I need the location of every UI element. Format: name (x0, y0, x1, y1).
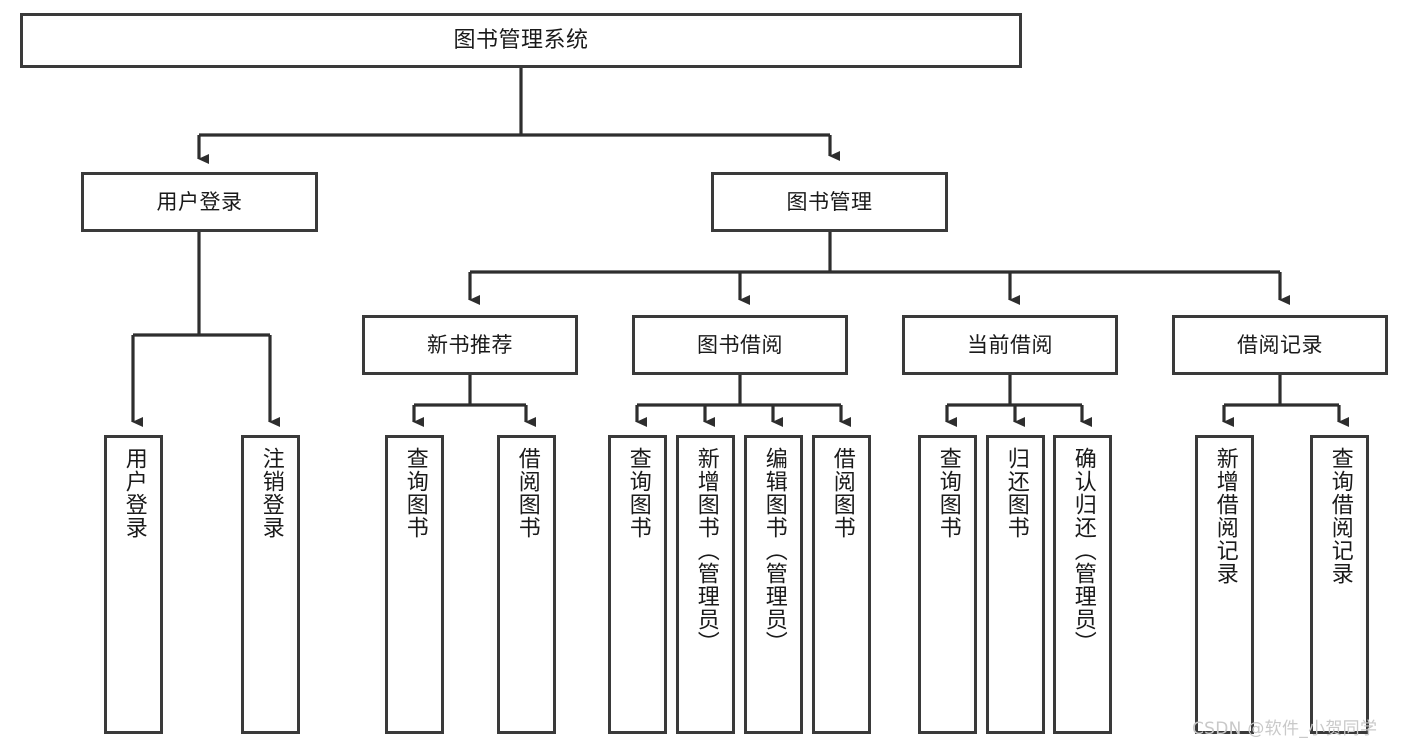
leaf-current-borrow-return-book[interactable]: 归还图书 (986, 435, 1045, 734)
node-label: 用户登录 (156, 189, 243, 214)
node-label: 归还图书 (1003, 447, 1029, 539)
leaf-current-borrow-confirm-return[interactable]: 确认归还（管理员） (1053, 435, 1112, 734)
leaf-new-book-borrow-book[interactable]: 借阅图书 (497, 435, 556, 734)
node-book-borrow[interactable]: 图书借阅 (632, 315, 848, 375)
node-label: 注销登录 (258, 447, 284, 539)
leaf-borrow-record-add-record[interactable]: 新增借阅记录 (1195, 435, 1254, 734)
node-user-login[interactable]: 用户登录 (81, 172, 318, 232)
node-label: 查询图书 (625, 447, 651, 539)
node-borrow-record[interactable]: 借阅记录 (1172, 315, 1388, 375)
node-label: 新书推荐 (427, 332, 513, 357)
leaf-user-login-logout[interactable]: 注销登录 (241, 435, 300, 734)
node-label: 确认归还（管理员） (1070, 447, 1096, 654)
node-label: 借阅图书 (514, 447, 540, 539)
leaf-user-login-login[interactable]: 用户登录 (104, 435, 163, 734)
node-label: 当前借阅 (967, 332, 1053, 357)
node-label: 新增图书（管理员） (693, 447, 719, 654)
leaf-book-borrow-edit-book[interactable]: 编辑图书（管理员） (744, 435, 803, 734)
node-label: 新增借阅记录 (1212, 447, 1238, 585)
csdn-watermark: CSDN @软件_小贺同学 (1192, 719, 1378, 739)
node-label: 查询借阅记录 (1327, 447, 1353, 585)
leaf-borrow-record-query-record[interactable]: 查询借阅记录 (1310, 435, 1369, 734)
leaf-current-borrow-query-book[interactable]: 查询图书 (918, 435, 977, 734)
node-label: 借阅记录 (1237, 332, 1323, 357)
node-book-management[interactable]: 图书管理 (711, 172, 948, 232)
leaf-book-borrow-add-book[interactable]: 新增图书（管理员） (676, 435, 735, 734)
node-new-book-recommend[interactable]: 新书推荐 (362, 315, 578, 375)
node-label: 用户登录 (121, 447, 147, 539)
node-label: 图书管理系统 (453, 27, 589, 53)
leaf-book-borrow-query-book[interactable]: 查询图书 (608, 435, 667, 734)
node-label: 借阅图书 (829, 447, 855, 539)
node-root-system[interactable]: 图书管理系统 (20, 13, 1022, 68)
node-label: 查询图书 (935, 447, 961, 539)
node-label: 查询图书 (402, 447, 428, 539)
node-current-borrow[interactable]: 当前借阅 (902, 315, 1118, 375)
node-label: 编辑图书（管理员） (761, 447, 787, 654)
node-label: 图书借阅 (697, 332, 783, 357)
node-label: 图书管理 (786, 189, 873, 214)
leaf-book-borrow-borrow-book[interactable]: 借阅图书 (812, 435, 871, 734)
leaf-new-book-query-book[interactable]: 查询图书 (385, 435, 444, 734)
